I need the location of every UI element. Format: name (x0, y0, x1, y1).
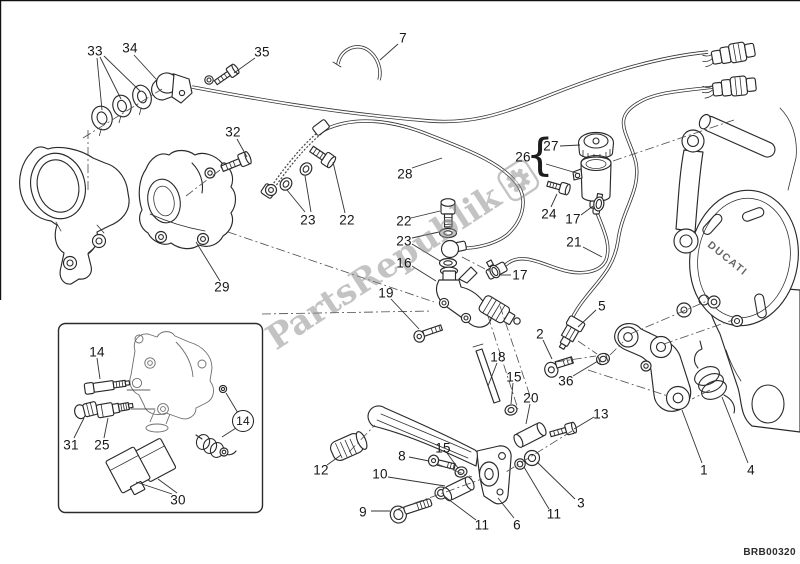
sensor-cable (191, 50, 709, 124)
bolt-2 (544, 356, 574, 378)
inset-part-31 (74, 401, 99, 420)
inset-spring-clip (195, 434, 237, 458)
inset-switch-25 (95, 402, 134, 419)
reservoir-hose (491, 209, 610, 279)
reservoir-screw-24 (546, 180, 571, 196)
frame-boss (676, 302, 692, 318)
mc-bolt-19 (413, 324, 444, 343)
pivot-bolt-9 (389, 498, 433, 524)
caliper-bolt-32 (220, 151, 252, 173)
caliper-banjo (264, 183, 278, 197)
washer-3 (523, 449, 541, 467)
diagram-code: BRB00320 (743, 547, 796, 558)
needle-pin-18 (472, 343, 501, 404)
frame-bolt-hole (707, 295, 721, 309)
nut-36 (596, 352, 610, 366)
hose-end-clamp-17b (485, 259, 508, 280)
frame-bolt-hole-2 (730, 314, 744, 328)
speed-sensor (151, 72, 193, 104)
banjo-bolt-22a (279, 145, 337, 191)
screw-8 (427, 454, 456, 470)
cable-connector-1 (702, 41, 756, 68)
switch-cable (568, 85, 715, 324)
nut-15a (504, 404, 518, 416)
washer-35 (204, 75, 214, 85)
return-spring-4 (693, 340, 736, 414)
brake-hose (271, 119, 525, 250)
pedal-rubber-12 (329, 431, 368, 461)
hose-crimp (312, 119, 330, 136)
oring-11b (514, 458, 526, 470)
bolt-13 (549, 421, 578, 438)
lever-bracket-1 (614, 323, 692, 412)
frame-and-engine-cover: DUCATI (625, 107, 800, 433)
assembly-axes (82, 88, 735, 510)
ghost-bracket (129, 331, 214, 433)
inset-part-14 (83, 379, 131, 395)
master-cylinder-banjo-stack (438, 198, 467, 269)
link-arm (673, 129, 705, 254)
clip-part-7 (332, 45, 382, 81)
engine-cover: DUCATI (689, 189, 799, 327)
leader-lines (73, 43, 749, 521)
caliper-carrier-bracket (19, 146, 130, 285)
frame-bar (698, 113, 776, 158)
spacer-20 (513, 422, 547, 448)
inset-oring-14 (218, 384, 228, 394)
nut-15b (454, 466, 468, 478)
brake-pedal-6 (367, 405, 512, 505)
sensor-bolt-35 (213, 63, 240, 86)
inset-box (57, 322, 264, 514)
brake-caliper (138, 149, 278, 250)
cable-connector-2 (701, 75, 757, 99)
hose-clamp-17a (593, 193, 605, 212)
page-border (0, 0, 800, 300)
pressure-switch-5 (558, 315, 586, 350)
inset-units-30 (105, 438, 177, 496)
frame-edge (779, 107, 797, 191)
master-cylinder-16 (435, 266, 521, 328)
